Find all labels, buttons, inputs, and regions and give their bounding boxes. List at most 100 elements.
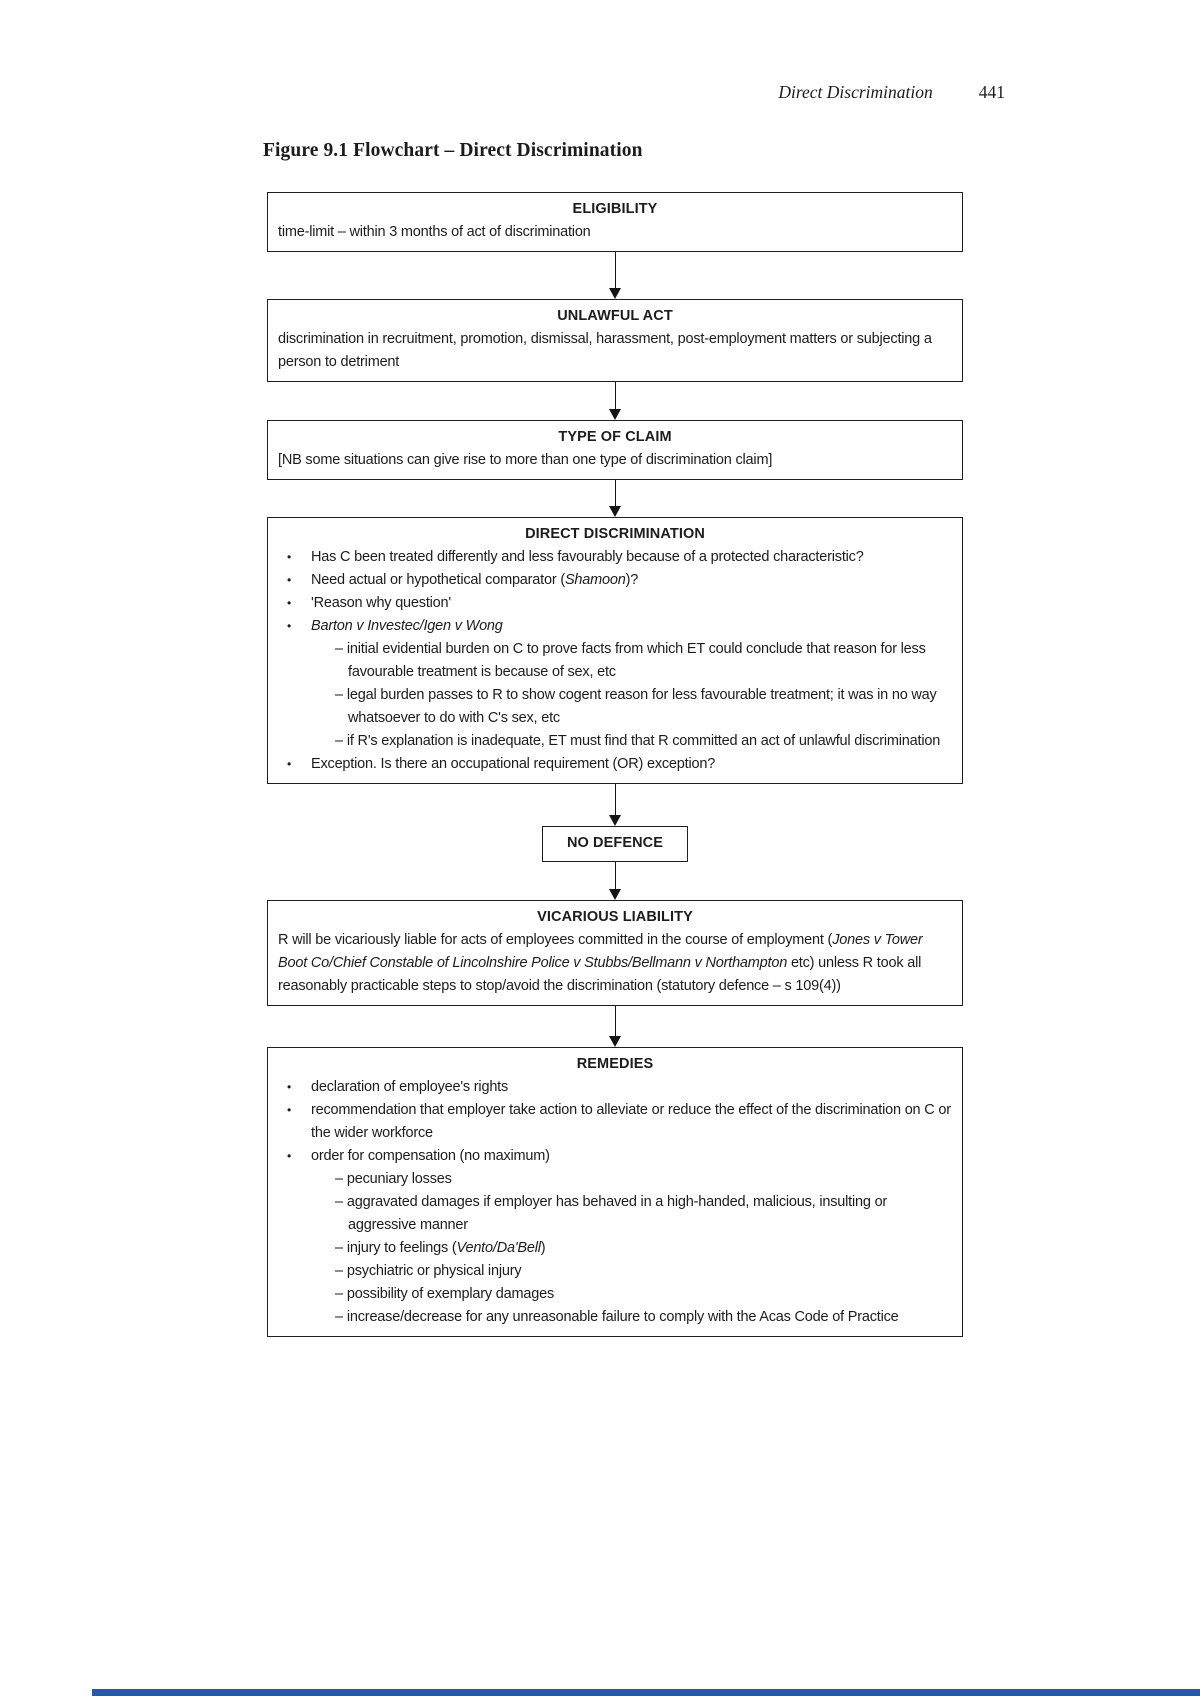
sub-item: –psychiatric or physical injury xyxy=(278,1260,952,1283)
sub-item: –initial evidential burden on C to prove… xyxy=(278,638,952,684)
bullet-item: • Exception. Is there an occupational re… xyxy=(278,753,952,776)
sub-item: –if R's explanation is inadequate, ET mu… xyxy=(278,730,952,753)
box-remedies: REMEDIES • declaration of employee's rig… xyxy=(267,1047,963,1337)
arrow-head-icon xyxy=(609,506,621,517)
arrow-shaft xyxy=(614,382,616,410)
bullet-item: • Barton v Investec/Igen v Wong xyxy=(278,615,952,638)
box-vicarious-liability-body: R will be vicariously liable for acts of… xyxy=(278,929,952,998)
arrow-head-icon xyxy=(609,889,621,900)
bullet-text: order for compensation (no maximum) xyxy=(311,1148,550,1164)
sub-text: ) xyxy=(540,1240,546,1256)
bullet-icon: • xyxy=(287,1149,292,1163)
arrow-shaft xyxy=(614,862,616,890)
arrow-shaft xyxy=(614,1006,616,1037)
arrow-shaft xyxy=(614,252,616,289)
sub-text: possibility of exemplary damages xyxy=(346,1286,555,1302)
sub-text: aggravated damages if employer has behav… xyxy=(346,1194,888,1233)
remedies-list: • declaration of employee's rights • rec… xyxy=(278,1076,952,1329)
box-eligibility: ELIGIBILITY time-limit – within 3 months… xyxy=(267,192,963,252)
running-header: Direct Discrimination 441 xyxy=(0,82,1005,103)
case-name: Vento/Da'Bell xyxy=(456,1240,541,1256)
page-number: 441 xyxy=(978,82,1005,102)
bullet-item: • order for compensation (no maximum) xyxy=(278,1145,952,1168)
box-type-of-claim-body: [NB some situations can give rise to mor… xyxy=(278,452,773,468)
sub-text: initial evidential burden on C to prove … xyxy=(346,641,926,680)
bullet-icon: • xyxy=(287,573,292,587)
sub-text: psychiatric or physical injury xyxy=(346,1263,522,1279)
arrow-head-icon xyxy=(609,1036,621,1047)
dash-marker: – xyxy=(335,1309,343,1325)
bullet-text: declaration of employee's rights xyxy=(311,1079,509,1095)
arrow-shaft xyxy=(614,784,616,816)
bullet-text: Exception. Is there an occupational requ… xyxy=(311,756,716,772)
bullet-icon: • xyxy=(287,757,292,771)
box-unlawful-act-body: discrimination in recruitment, promotion… xyxy=(278,331,932,370)
bullet-icon: • xyxy=(287,596,292,610)
bullet-text: )? xyxy=(625,572,639,588)
down-arrow-connector xyxy=(267,252,963,299)
running-header-title: Direct Discrimination xyxy=(778,82,933,102)
bullet-item: • recommendation that employer take acti… xyxy=(278,1099,952,1145)
body-text: R will be vicariously liable for acts of… xyxy=(278,932,833,948)
bullet-item: • 'Reason why question' xyxy=(278,592,952,615)
arrow-head-icon xyxy=(609,409,621,420)
bullet-text: recommendation that employer take action… xyxy=(311,1102,951,1141)
case-name: Barton v Investec/Igen v Wong xyxy=(311,618,503,634)
sub-item: –increase/decrease for any unreasonable … xyxy=(278,1306,952,1329)
sub-text: legal burden passes to R to show cogent … xyxy=(346,687,937,726)
bullet-icon: • xyxy=(287,1080,292,1094)
dash-marker: – xyxy=(335,687,343,703)
sub-item: –possibility of exemplary damages xyxy=(278,1283,952,1306)
arrow-head-icon xyxy=(609,815,621,826)
box-direct-discrimination-title: DIRECT DISCRIMINATION xyxy=(525,526,705,542)
sub-item: –aggravated damages if employer has beha… xyxy=(278,1191,952,1237)
down-arrow-connector xyxy=(267,784,963,826)
box-vicarious-liability-title: VICARIOUS LIABILITY xyxy=(537,909,693,925)
down-arrow-connector xyxy=(267,480,963,517)
box-remedies-title: REMEDIES xyxy=(576,1056,654,1072)
dash-marker: – xyxy=(335,1171,343,1187)
box-type-of-claim-title: TYPE OF CLAIM xyxy=(558,429,672,445)
dash-marker: – xyxy=(335,1286,343,1302)
bullet-icon: • xyxy=(287,550,292,564)
arrow-shaft xyxy=(614,480,616,507)
sub-text: pecuniary losses xyxy=(346,1171,452,1187)
box-type-of-claim: TYPE OF CLAIM [NB some situations can gi… xyxy=(267,420,963,480)
dash-marker: – xyxy=(335,1263,343,1279)
body-text: etc) unless R took all reasonably practi… xyxy=(278,955,922,994)
bullet-text: Has C been treated differently and less … xyxy=(311,549,864,565)
sub-item: –injury to feelings (Vento/Da'Bell) xyxy=(278,1237,952,1260)
sub-item: –legal burden passes to R to show cogent… xyxy=(278,684,952,730)
box-vicarious-liability: VICARIOUS LIABILITY R will be vicariousl… xyxy=(267,900,963,1006)
sub-text: increase/decrease for any unreasonable f… xyxy=(346,1309,899,1325)
box-eligibility-title: ELIGIBILITY xyxy=(572,201,658,217)
case-name: Shamoon xyxy=(564,572,626,588)
box-unlawful-act: UNLAWFUL ACT discrimination in recruitme… xyxy=(267,299,963,382)
down-arrow-connector xyxy=(267,862,963,900)
dash-marker: – xyxy=(335,1240,343,1256)
box-no-defence: NO DEFENCE xyxy=(542,826,688,862)
box-eligibility-body: time-limit – within 3 months of act of d… xyxy=(278,224,591,240)
bullet-item: • declaration of employee's rights xyxy=(278,1076,952,1099)
dash-marker: – xyxy=(335,1194,343,1210)
figure-title: Figure 9.1 Flowchart – Direct Discrimina… xyxy=(263,140,643,161)
bullet-text: 'Reason why question' xyxy=(311,595,451,611)
dash-marker: – xyxy=(335,641,343,657)
sub-text: if R's explanation is inadequate, ET mus… xyxy=(346,733,941,749)
case-name: Jones v Tower Boot Co/Chief Constable of… xyxy=(278,932,923,971)
box-unlawful-act-title: UNLAWFUL ACT xyxy=(557,308,673,324)
bullet-item: • Need actual or hypothetical comparator… xyxy=(278,569,952,592)
dash-marker: – xyxy=(335,733,343,749)
flowchart: ELIGIBILITY time-limit – within 3 months… xyxy=(267,192,963,1337)
sub-item: –pecuniary losses xyxy=(278,1168,952,1191)
bullet-icon: • xyxy=(287,619,292,633)
bullet-item: • Has C been treated differently and les… xyxy=(278,546,952,569)
bullet-text: Need actual or hypothetical comparator ( xyxy=(311,572,565,588)
bottom-divider xyxy=(92,1689,1200,1696)
box-no-defence-title: NO DEFENCE xyxy=(566,835,664,851)
down-arrow-connector xyxy=(267,1006,963,1047)
arrow-head-icon xyxy=(609,288,621,299)
box-direct-discrimination: DIRECT DISCRIMINATION • Has C been treat… xyxy=(267,517,963,784)
sub-text: injury to feelings ( xyxy=(346,1240,457,1256)
